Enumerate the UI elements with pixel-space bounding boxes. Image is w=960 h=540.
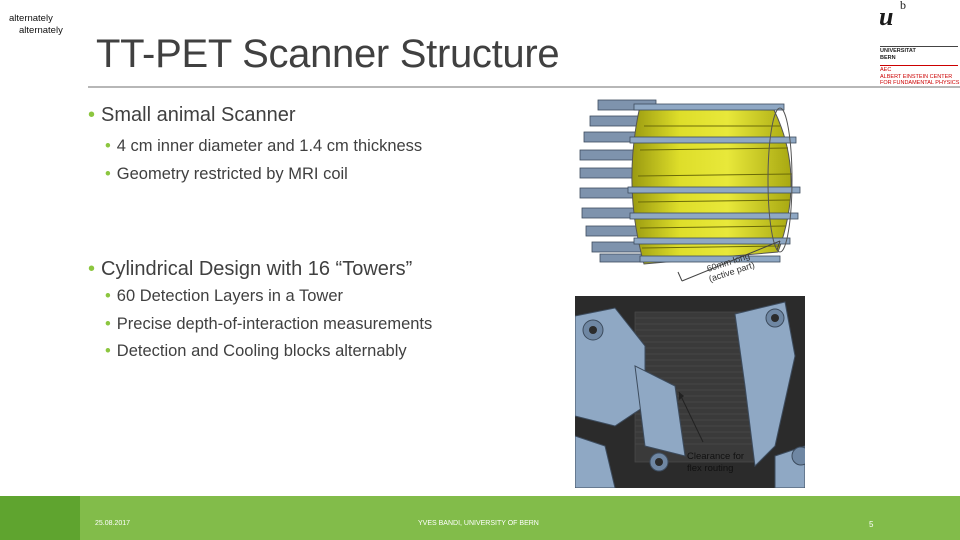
logo-aec-line: AEC xyxy=(880,67,892,73)
bullet-icon: • xyxy=(105,165,111,183)
sub-bullet-item: • 4 cm inner diameter and 1.4 cm thicknes… xyxy=(105,137,422,156)
tower-detail-image: Clearance for flex routing xyxy=(575,296,805,488)
sub-bullet-item: • 60 Detection Layers in a Tower xyxy=(105,287,343,306)
footer-page-number: 5 xyxy=(869,520,874,529)
scanner-render-image: 60mm long (active part) xyxy=(574,96,836,292)
sub-bullet-text: Geometry restricted by MRI coil xyxy=(116,165,348,183)
bullet-text: Small animal Scanner xyxy=(101,104,296,126)
sub-bullet-text: Precise depth-of-interaction measurement… xyxy=(116,315,433,333)
bullet-icon: • xyxy=(105,315,111,333)
note-text-2: alternately xyxy=(19,25,63,36)
bullet-item: •Small animal Scanner xyxy=(88,104,296,127)
sub-bullet-text: 4 cm inner diameter and 1.4 cm thickness xyxy=(116,137,423,155)
university-logo: u b UNIVERSITAT BERN AEC ALBERT EINSTEIN… xyxy=(878,0,960,92)
bullet-icon: • xyxy=(105,342,111,360)
logo-divider xyxy=(880,46,958,47)
bullet-icon: • xyxy=(88,104,96,126)
sub-bullet-item: • Detection and Cooling blocks alternably xyxy=(105,342,407,361)
sub-bullet-item: • Geometry restricted by MRI coil xyxy=(105,165,348,184)
note-text-1: alternately xyxy=(9,13,53,24)
bullet-icon: • xyxy=(105,287,111,305)
sub-bullet-text: 60 Detection Layers in a Tower xyxy=(116,287,344,305)
footer-author: YVES BANDI, UNIVERSITY OF BERN xyxy=(418,520,539,527)
logo-mark: u xyxy=(879,2,894,31)
footer-date: 25.08.2017 xyxy=(95,520,131,527)
sub-bullet-item: • Precise depth-of-interaction measuremen… xyxy=(105,315,432,334)
footer-panel xyxy=(80,496,960,540)
title-divider xyxy=(88,86,960,88)
logo-aec: AEC ALBERT EINSTEIN CENTER FOR FUNDAMENT… xyxy=(880,67,959,87)
bullet-icon: • xyxy=(88,258,96,280)
logo-aec-line: ALBERT EINSTEIN CENTER xyxy=(880,73,953,80)
logo-university: UNIVERSITAT BERN xyxy=(880,48,916,61)
logo-university-line: UNIVERSITAT xyxy=(880,48,916,54)
logo-superscript: b xyxy=(900,0,906,12)
sub-bullet-text: Detection and Cooling blocks alternably xyxy=(116,342,407,360)
slide-title: TT-PET Scanner Structure xyxy=(96,32,560,76)
logo-university-line: BERN xyxy=(880,54,896,61)
logo-divider-red xyxy=(880,65,958,66)
bullet-item: •Cylindrical Design with 16 “Towers” xyxy=(88,258,412,281)
logo-aec-line: FOR FUNDAMENTAL PHYSICS xyxy=(880,80,960,86)
clearance-label-line1: Clearance for xyxy=(687,451,744,462)
bullet-icon: • xyxy=(105,137,111,155)
bullet-text: Cylindrical Design with 16 “Towers” xyxy=(101,258,413,280)
clearance-label-line2: flex routing xyxy=(687,463,733,474)
